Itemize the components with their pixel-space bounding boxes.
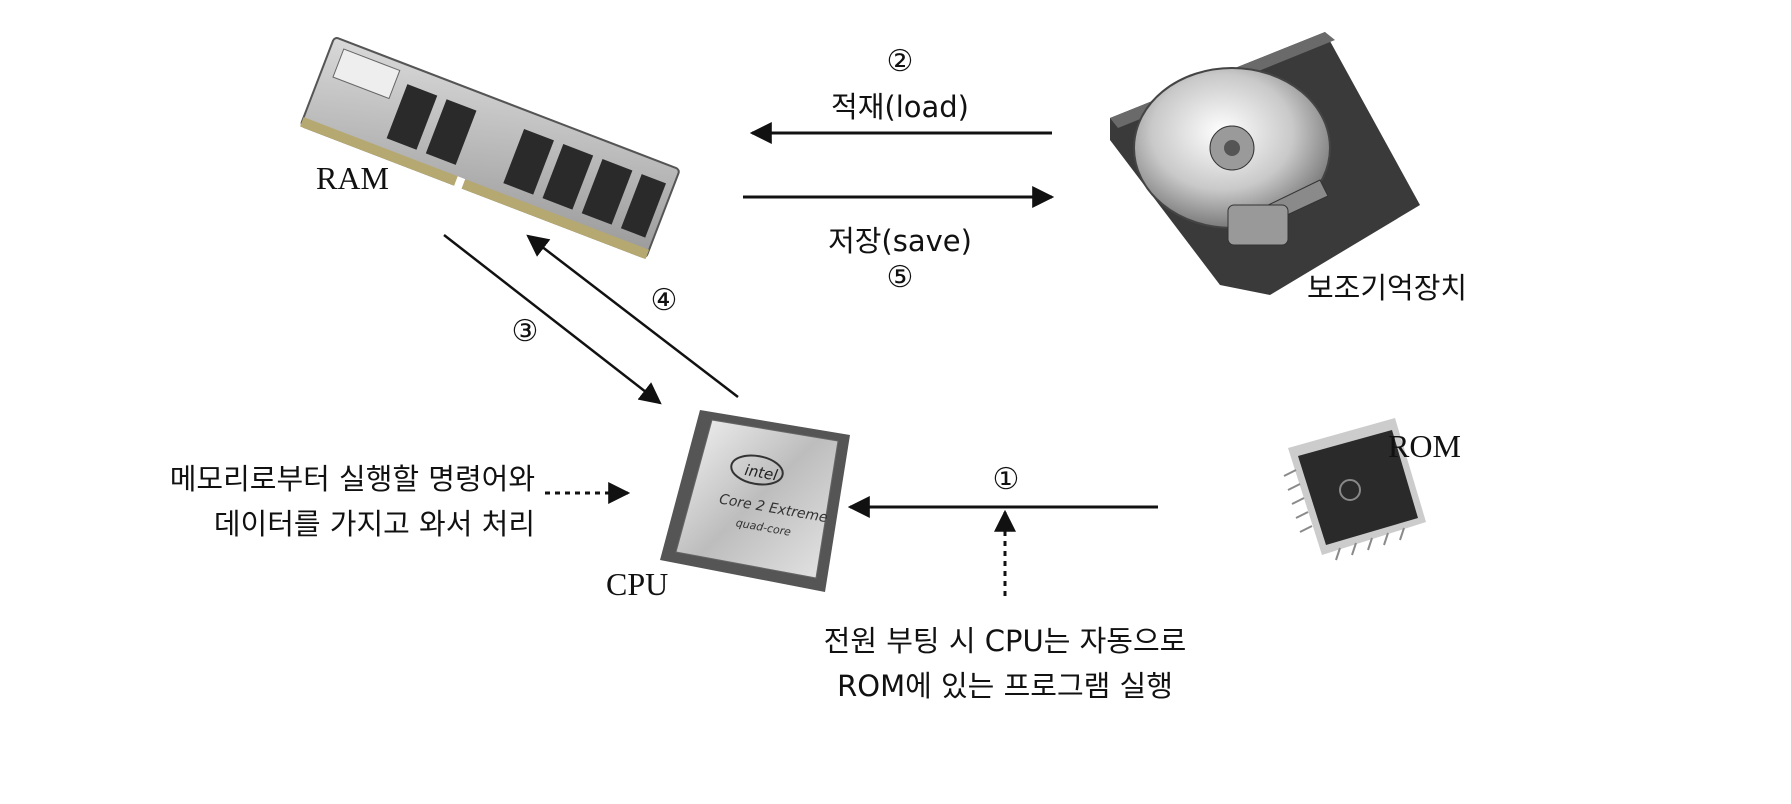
boot-note-line2: ROM에 있는 프로그램 실행 xyxy=(837,669,1173,703)
ram-module-icon xyxy=(300,37,680,260)
save-label: 저장(save) xyxy=(828,224,972,258)
cpu-to-ram-arrow xyxy=(526,234,739,398)
step2-number: ② xyxy=(886,44,914,79)
rom-chip-icon xyxy=(1283,418,1426,561)
ram-to-cpu-arrow xyxy=(443,234,662,405)
step3-number: ③ xyxy=(511,314,539,349)
storage-label: 보조기억장치 xyxy=(1307,271,1468,305)
boot-note: 전원 부팅 시 CPU는 자동으로 ROM에 있는 프로그램 실행 xyxy=(755,619,1255,709)
cpu-note-line2: 데이터를 가지고 와서 처리 xyxy=(213,507,535,541)
cpu-chip-icon: intel Core 2 Extreme quad-core xyxy=(660,410,850,592)
ram-label: RAM xyxy=(316,160,389,196)
step5-number: ⑤ xyxy=(886,260,914,295)
cpu-label: CPU xyxy=(606,566,669,602)
step4-number: ④ xyxy=(650,283,678,318)
boot-note-line1: 전원 부팅 시 CPU는 자동으로 xyxy=(823,624,1187,658)
cpu-brand-text: intel xyxy=(743,461,779,485)
cpu-note: 메모리로부터 실행할 명령어와 데이터를 가지고 와서 처리 xyxy=(80,457,535,547)
hard-disk-icon xyxy=(1110,32,1420,295)
step1-number: ① xyxy=(992,462,1020,497)
rom-label: ROM xyxy=(1388,428,1461,464)
load-label: 적재(load) xyxy=(831,90,969,124)
cpu-note-line1: 메모리로부터 실행할 명령어와 xyxy=(169,462,535,496)
